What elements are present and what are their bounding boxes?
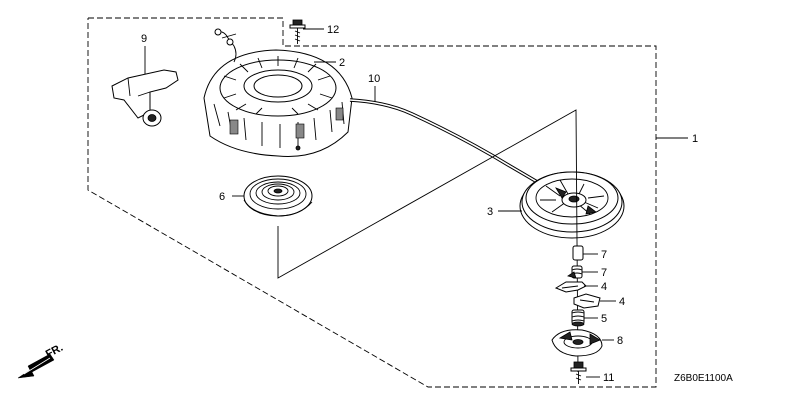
callout-4-lower: 4	[619, 296, 625, 308]
recoil-starter-case	[203, 49, 353, 157]
callout-7-lower: 7	[601, 267, 607, 279]
assembly-boundary	[87, 17, 657, 388]
callout-9: 9	[141, 33, 147, 45]
diagram-code: Z6B0E1100A	[674, 373, 733, 384]
callout-labels: 1 2 3 4 4 5 6 7 7 8 9 10 11 12	[141, 24, 698, 384]
starter-rope	[349, 98, 545, 188]
ratchet-pawl-lower	[573, 293, 601, 309]
rope-clip	[214, 28, 237, 63]
callout-2: 2	[339, 57, 345, 69]
starter-grip-handle	[111, 69, 179, 127]
callout-1: 1	[692, 133, 698, 145]
setting-bolt	[570, 361, 587, 384]
friction-plate	[551, 329, 603, 357]
callout-10: 10	[368, 73, 380, 85]
return-spring	[243, 175, 313, 217]
ratchet-pawl-upper	[554, 281, 587, 293]
leader-lines	[144, 28, 688, 378]
callout-11: 11	[603, 372, 614, 384]
callout-8: 8	[617, 335, 623, 347]
callout-6: 6	[219, 191, 225, 203]
front-marker-label: FR.	[44, 342, 65, 361]
callout-7-upper: 7	[601, 249, 607, 261]
callout-5: 5	[601, 313, 607, 325]
friction-spring	[571, 309, 585, 327]
flange-bolt	[289, 19, 306, 44]
ratchet-spring-upper	[572, 245, 584, 261]
ratchet-spring-lower	[567, 265, 583, 279]
explode-axis-lines	[277, 109, 579, 373]
callout-12: 12	[327, 24, 339, 36]
reel-pulley	[519, 171, 625, 239]
callout-4-upper: 4	[601, 281, 607, 293]
front-direction-marker: FR.	[17, 342, 65, 379]
callout-3: 3	[487, 206, 493, 218]
